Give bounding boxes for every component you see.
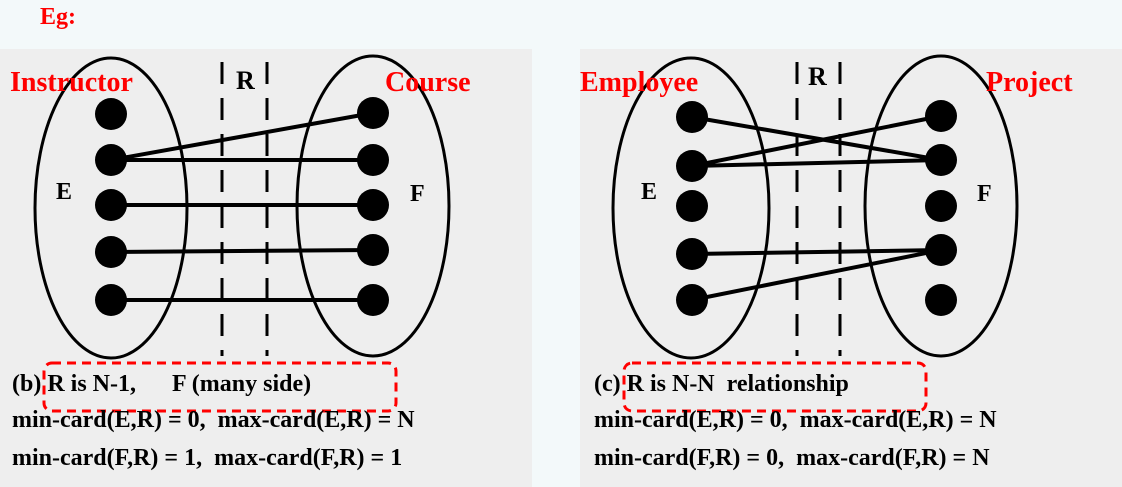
rel-label-bg <box>807 62 831 92</box>
cardinality-e-line: min-card(E,R) = 0, max-card(E,R) = N <box>12 407 415 433</box>
connection-line-0 <box>691 115 942 162</box>
entity-dot-e-1 <box>95 144 127 176</box>
connection-lines <box>110 111 374 302</box>
entity-label-instructor: Instructor <box>10 67 133 98</box>
entity-dots <box>676 100 957 316</box>
set-e-ellipse <box>611 56 771 360</box>
caption-c: (c) R is N-N relationship <box>594 371 849 398</box>
entity-dot-f-2 <box>925 190 957 222</box>
entity-dot-e-0 <box>95 98 127 130</box>
set-label-f: F <box>977 181 992 207</box>
cardinality-f-line: min-card(F,R) = 0, max-card(F,R) = N <box>594 445 990 471</box>
connection-line-4 <box>691 248 942 302</box>
cardinality-f-line: min-card(F,R) = 1, max-card(F,R) = 1 <box>12 445 403 471</box>
entity-label-employee: Employee <box>580 67 698 98</box>
entity-label-course: Course <box>385 67 471 98</box>
entity-dot-e-3 <box>676 238 708 270</box>
connection-line-1 <box>691 114 942 168</box>
entity-dot-f-0 <box>925 100 957 132</box>
entity-label-project: Project <box>986 67 1073 98</box>
caption-prefix: (c) <box>594 371 621 397</box>
relationship-label-r: R <box>236 66 255 95</box>
diagram-n-1: Instructor Course R E F <box>10 54 471 413</box>
caption-boxed-text: R is N-N relationship <box>626 371 849 397</box>
connection-line-3 <box>691 248 942 256</box>
entity-dot-f-3 <box>925 234 957 266</box>
entity-dot-f-4 <box>925 284 957 316</box>
highlight-box <box>42 361 398 413</box>
entity-dot-e-3 <box>95 236 127 268</box>
connection-lines <box>691 114 942 302</box>
entity-dot-f-2 <box>357 189 389 221</box>
set-label-f: F <box>410 181 425 207</box>
entity-dot-e-4 <box>676 284 708 316</box>
set-e-ellipse <box>33 56 189 360</box>
set-label-e: E <box>56 179 72 205</box>
cardinality-e-line: min-card(E,R) = 0, max-card(E,R) = N <box>594 407 997 433</box>
entity-dot-e-2 <box>95 189 127 221</box>
entity-dot-f-4 <box>357 284 389 316</box>
highlight-box <box>622 361 928 413</box>
entity-dot-e-2 <box>676 190 708 222</box>
entity-dots <box>95 97 389 316</box>
caption-boxed-text: R is N-1, F (many side) <box>47 371 312 397</box>
diagram-n-n: Employee Project R E F <box>580 54 1073 413</box>
rel-label-bg <box>235 64 259 94</box>
connection-line-3 <box>110 248 374 254</box>
entity-dot-f-1 <box>357 144 389 176</box>
entity-dot-f-0 <box>357 97 389 129</box>
set-label-e: E <box>641 179 657 205</box>
set-f-ellipse <box>863 54 1019 358</box>
example-label: Eg: <box>40 4 76 30</box>
entity-dot-f-3 <box>357 234 389 266</box>
relationship-label-r: R <box>808 62 827 91</box>
entity-dot-e-4 <box>95 284 127 316</box>
entity-dot-e-1 <box>676 150 708 182</box>
connection-line-2 <box>691 158 942 168</box>
entity-dot-e-0 <box>676 101 708 133</box>
caption-prefix: (b) <box>12 371 42 397</box>
entity-dot-f-1 <box>925 144 957 176</box>
connection-line-0 <box>110 111 374 162</box>
caption-b: (b) R is N-1, F (many side) <box>12 371 311 398</box>
